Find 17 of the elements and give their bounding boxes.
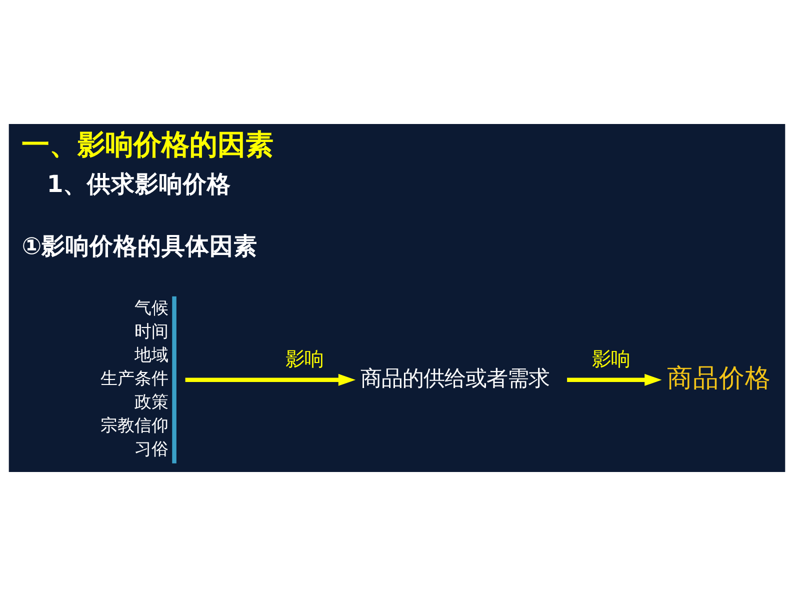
node-label: 时间 xyxy=(134,322,169,342)
label: 1、供求影响价格 xyxy=(46,170,232,198)
node-text: 商品的供给或者需求 xyxy=(360,366,550,392)
edge-label: 影响 xyxy=(286,347,324,370)
node-label: 习俗 xyxy=(134,440,169,460)
edge-label: 影响 xyxy=(592,347,630,370)
node-label: 地域 xyxy=(134,345,169,366)
label: ①影响价格的具体因素 xyxy=(22,232,258,260)
arrow xyxy=(567,374,662,386)
node-label: 气候 xyxy=(134,298,169,318)
diagram-title: 一、影响价格的因素 xyxy=(22,128,274,161)
node-box xyxy=(172,296,176,464)
node-label: 政策 xyxy=(134,392,169,413)
arrow xyxy=(185,374,356,386)
node-text: 商品价格 xyxy=(666,364,771,394)
node-label: 生产条件 xyxy=(100,368,168,389)
node-label: 宗教信仰 xyxy=(100,416,168,436)
